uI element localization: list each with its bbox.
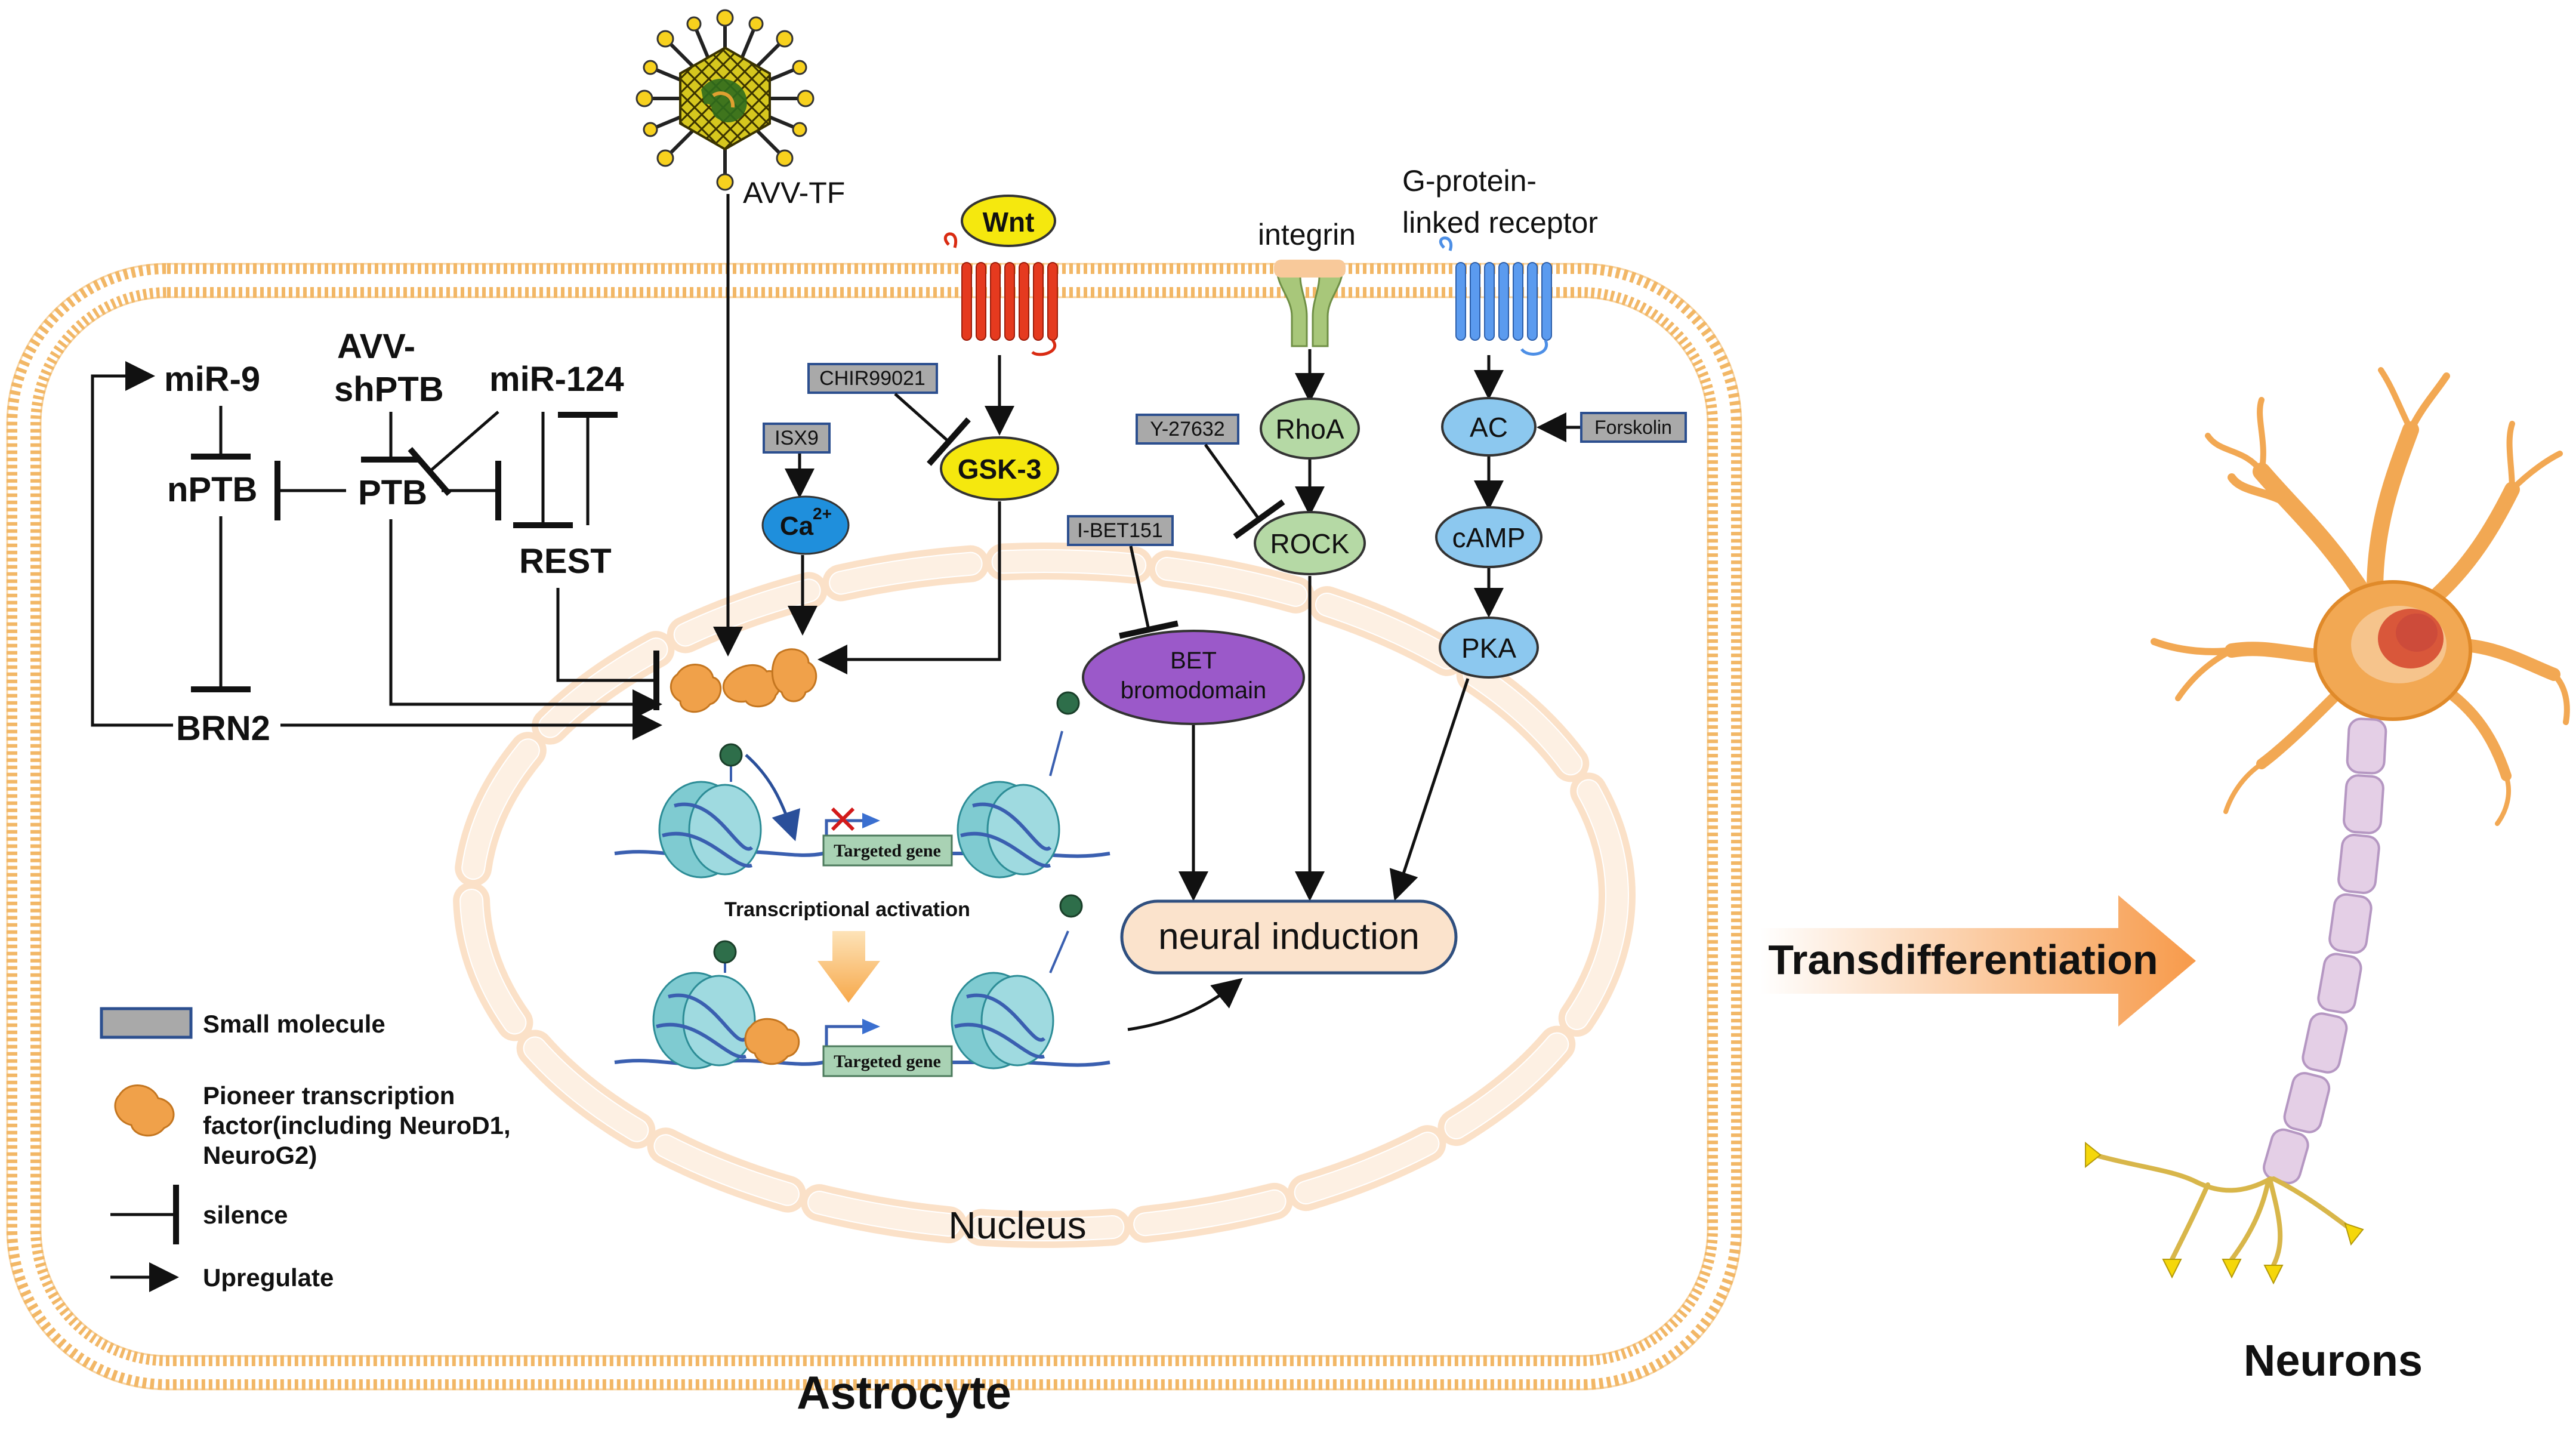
rock-node — [1254, 511, 1366, 575]
chromatin-active-scene: Targeted gene — [614, 894, 1110, 1077]
virus-particle-icon — [635, 9, 815, 191]
neuron-icon — [2085, 367, 2570, 1285]
camp-label: cAMP — [1452, 522, 1526, 553]
calcium-superscript: 2+ — [813, 504, 832, 523]
legend-pioneer-line1: Pioneer transcription — [203, 1081, 455, 1110]
ibet-to-bet-silence — [1119, 546, 1179, 639]
bet-label-line2: bromodomain — [1121, 677, 1267, 704]
legend-small-molecule-swatch — [100, 1007, 193, 1039]
legend-silence-label: silence — [203, 1201, 288, 1229]
wnt-node — [961, 195, 1056, 247]
gpcr-icon — [1439, 236, 1552, 356]
wnt-receptor-icon — [943, 232, 1058, 356]
mir9-label: miR-9 — [164, 360, 260, 399]
ibet151-box — [1067, 515, 1174, 546]
y27632-box — [1136, 414, 1239, 445]
nucleosome-icon — [652, 972, 756, 1070]
rhoa-node — [1260, 397, 1360, 460]
gsk3-label: GSK-3 — [958, 454, 1042, 485]
bet-bromodomain-node — [1082, 630, 1305, 725]
left-network-edges — [91, 361, 662, 740]
pioneer-tf-cluster-icon — [670, 648, 817, 713]
legend-small-molecule-label: Small molecule — [203, 1010, 385, 1038]
activation-to-neural-arrow — [1127, 978, 1243, 1031]
pioneer-tf-bound-icon — [744, 1018, 800, 1065]
targeted-gene-label-1: Targeted gene — [834, 841, 941, 861]
chir99021-label: CHIR99021 — [819, 367, 925, 390]
targeted-gene-box-2 — [822, 1045, 953, 1077]
bet-label-line1: BET — [1170, 648, 1217, 674]
rest-label: REST — [519, 542, 612, 581]
wnt-label: Wnt — [983, 207, 1035, 238]
legend-pioneer-line2: factor(including NeuroD1, — [203, 1111, 511, 1139]
chromatin-inactive-scene: Targeted gene — [614, 691, 1110, 879]
rhoa-label: RhoA — [1275, 414, 1344, 445]
nucleus-label: Nucleus — [948, 1204, 1086, 1247]
neurons-label: Neurons — [2244, 1336, 2423, 1385]
nucleosome-icon — [957, 781, 1060, 879]
ac-node — [1441, 397, 1537, 457]
transdifferentiation-label: Transdifferentiation — [1768, 936, 2158, 983]
legend-pioneer-tf-icon — [114, 1084, 175, 1137]
brn2-label: BRN2 — [176, 709, 270, 748]
astrocyte-membrane — [6, 263, 1742, 1391]
targeted-gene-box-1 — [822, 834, 953, 867]
calcium-node — [761, 495, 850, 555]
legend: Small molecule Pioneer transcription fac… — [100, 1007, 511, 1292]
avv-tf-label: AVV-TF — [743, 176, 845, 209]
neural-induction-box — [1120, 899, 1458, 975]
calcium-label: Ca — [780, 511, 814, 541]
gsk3-node — [940, 436, 1059, 501]
ptb-label: PTB — [358, 473, 427, 512]
astrocyte-label: Astrocyte — [797, 1366, 1011, 1419]
nptb-label: nPTB — [167, 470, 257, 509]
camp-node — [1435, 506, 1542, 568]
isx9-label: ISX9 — [775, 427, 819, 449]
legend-pioneer-line3: NeuroG2) — [203, 1141, 317, 1169]
transdifferentiation-arrow — [1760, 895, 2196, 1027]
chir99021-box — [807, 363, 938, 394]
gpcr-label-line2: linked receptor — [1402, 206, 1598, 239]
isx9-box — [763, 423, 831, 454]
avv-shptb-label-line1: AVV- — [337, 327, 415, 366]
legend-upregulate-label: Upregulate — [203, 1263, 334, 1292]
transcriptional-activation-label: Transcriptional activation — [724, 898, 970, 921]
pka-label: PKA — [1461, 633, 1516, 664]
y27632-label: Y-27632 — [1150, 418, 1224, 440]
pka-to-neural-arrow — [1389, 678, 1470, 901]
nucleus-envelope — [453, 543, 1636, 1248]
targeted-gene-label-2: Targeted gene — [834, 1052, 941, 1071]
pka-node — [1439, 617, 1539, 679]
forskolin-box — [1580, 412, 1687, 443]
nucleosome-icon — [951, 972, 1054, 1070]
integrin-label: integrin — [1258, 218, 1356, 251]
chir-to-gsk3-silence — [894, 393, 971, 466]
gpcr-label-line1: G-protein- — [1402, 164, 1537, 198]
gsk3-to-tf-arrow — [817, 501, 1001, 674]
y27632-to-rock-silence — [1204, 443, 1285, 540]
rock-label: ROCK — [1270, 528, 1350, 559]
nucleosome-icon — [658, 781, 762, 879]
avv-shptb-label-line2: shPTB — [334, 370, 444, 409]
integrin-icon — [1274, 260, 1346, 347]
neural-induction-label: neural induction — [1158, 916, 1420, 957]
ibet151-label: I-BET151 — [1077, 519, 1163, 542]
forskolin-label: Forskolin — [1594, 417, 1672, 438]
transcriptional-activation-arrow — [817, 931, 880, 1003]
mir124-label: miR-124 — [489, 360, 624, 399]
ac-label: AC — [1470, 412, 1508, 443]
